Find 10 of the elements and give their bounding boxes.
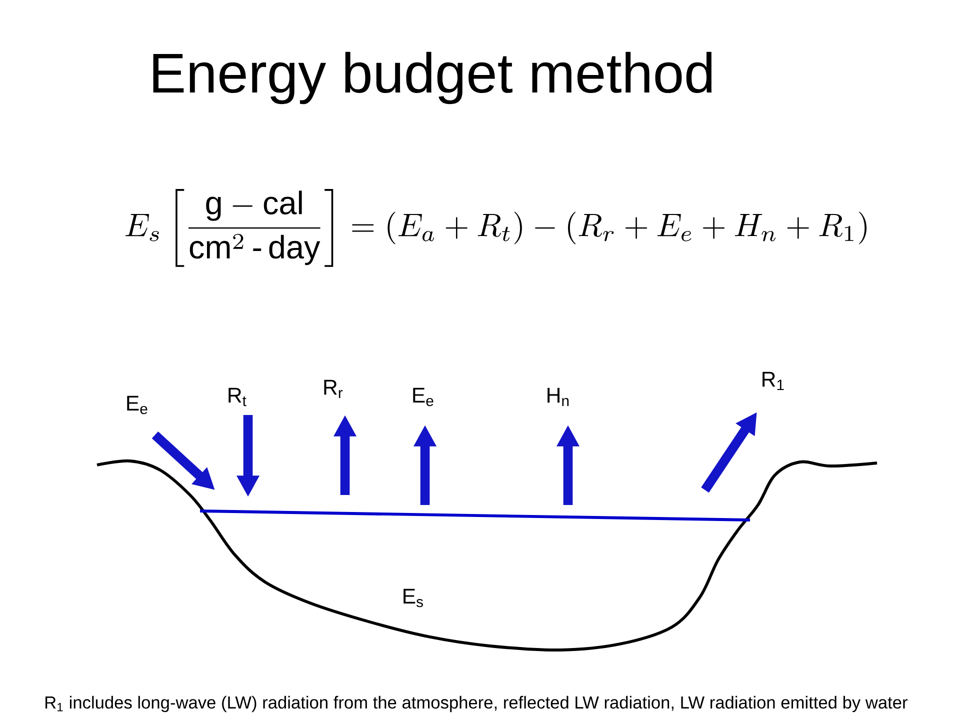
title: Energy budget method (153, 52, 712, 104)
flux-label: E$_{s}$ (404, 588, 423, 608)
equation: $E_s\left[\frac{\mathrm{g}-\mathrm{cal}}{\mathrm{cm}^2\,\text{-}\,\mathrm{day}}\right]=\left(E_a+R_t\right)-\left(R_r+E_e+H_n+R_1\right)$ (125, 189, 867, 267)
flux-label: R$_{t}$ (228, 388, 246, 406)
caption: R$_{1}$ includes long-wave (LW) radiation from the atmosphere, reflected LW radiation, LW radiation emitted by water (46, 696, 908, 712)
flux-label: E$_{e}$ (413, 388, 434, 406)
flux-label: R$_{r}$ (324, 380, 343, 398)
flux-label: E$_{e}$ (127, 396, 148, 414)
flux-label: H$_{n}$ (548, 388, 569, 406)
flux-label: R$_{1}$ (762, 372, 784, 390)
